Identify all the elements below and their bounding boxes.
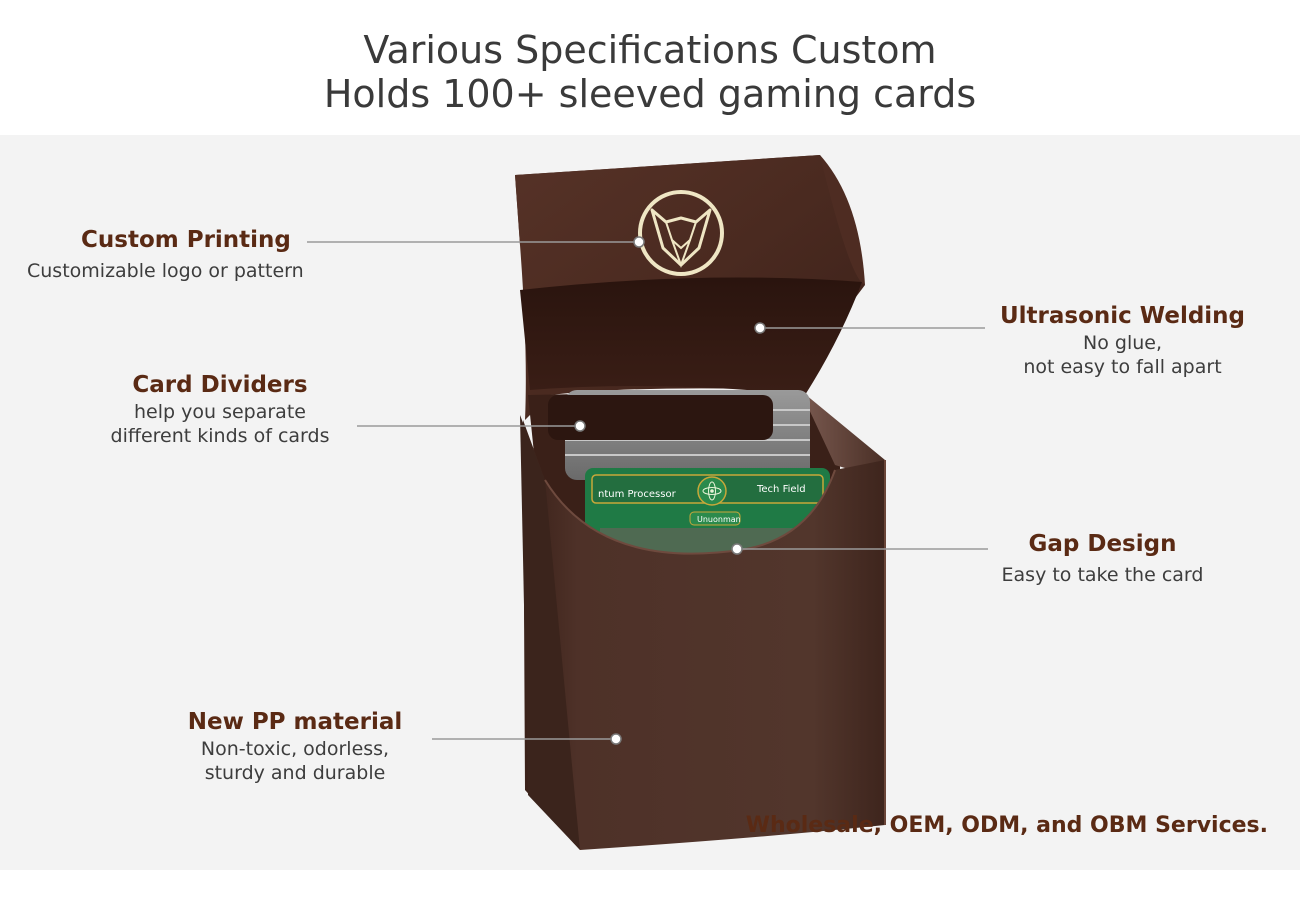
callout-ultrasonic: Ultrasonic Welding No glue, not easy to …: [995, 301, 1250, 379]
card-dividers-title: Card Dividers: [132, 372, 308, 398]
custom-printing-desc: Customizable logo or pattern: [27, 260, 304, 282]
box-left-side: [520, 415, 580, 850]
page-title: Various Specifications Custom Holds 100+…: [0, 28, 1300, 116]
callout-custom-printing: Custom Printing Customizable logo or pat…: [27, 225, 357, 283]
custom-printing-title: Custom Printing: [81, 227, 291, 253]
card-tag: Unuonman: [697, 515, 741, 524]
card-field: Tech Field: [756, 484, 806, 495]
title-line-1: Various Specifications Custom: [363, 28, 937, 72]
gap-design-desc: Easy to take the card: [1001, 564, 1204, 586]
leader-card-dividers: [357, 420, 586, 432]
ultrasonic-desc-1: No glue,: [1083, 332, 1162, 354]
fox-head-logo-icon: [638, 190, 724, 276]
lid-inner: [520, 277, 862, 395]
new-pp-desc-2: sturdy and durable: [204, 762, 386, 784]
title-line-2: Holds 100+ sleeved gaming cards: [323, 72, 977, 116]
inner-right-wall: [800, 390, 885, 480]
divider-card: [548, 395, 773, 440]
services-tagline: Wholesale, OEM, ODM, and OBM Services.: [745, 813, 1268, 838]
ultrasonic-title: Ultrasonic Welding: [999, 303, 1246, 329]
leader-ultrasonic: [754, 322, 985, 334]
new-pp-title: New PP material: [187, 709, 403, 735]
ultrasonic-desc-2: not easy to fall apart: [1023, 356, 1222, 378]
card-dividers-desc-1: help you separate: [134, 401, 306, 423]
callout-card-dividers: Card Dividers help you separate differen…: [80, 370, 360, 448]
card-dividers-desc-2: different kinds of cards: [110, 425, 330, 447]
callout-gap-design: Gap Design Easy to take the card: [985, 529, 1220, 587]
card-name: ntum Processor: [598, 489, 677, 500]
new-pp-desc-1: Non-toxic, odorless,: [200, 738, 390, 760]
leader-gap-design: [731, 543, 988, 555]
leader-custom-printing: [307, 236, 645, 248]
leader-new-pp: [432, 733, 622, 745]
callout-new-pp: New PP material Non-toxic, odorless, stu…: [170, 707, 420, 785]
gap-design-title: Gap Design: [1028, 531, 1177, 557]
